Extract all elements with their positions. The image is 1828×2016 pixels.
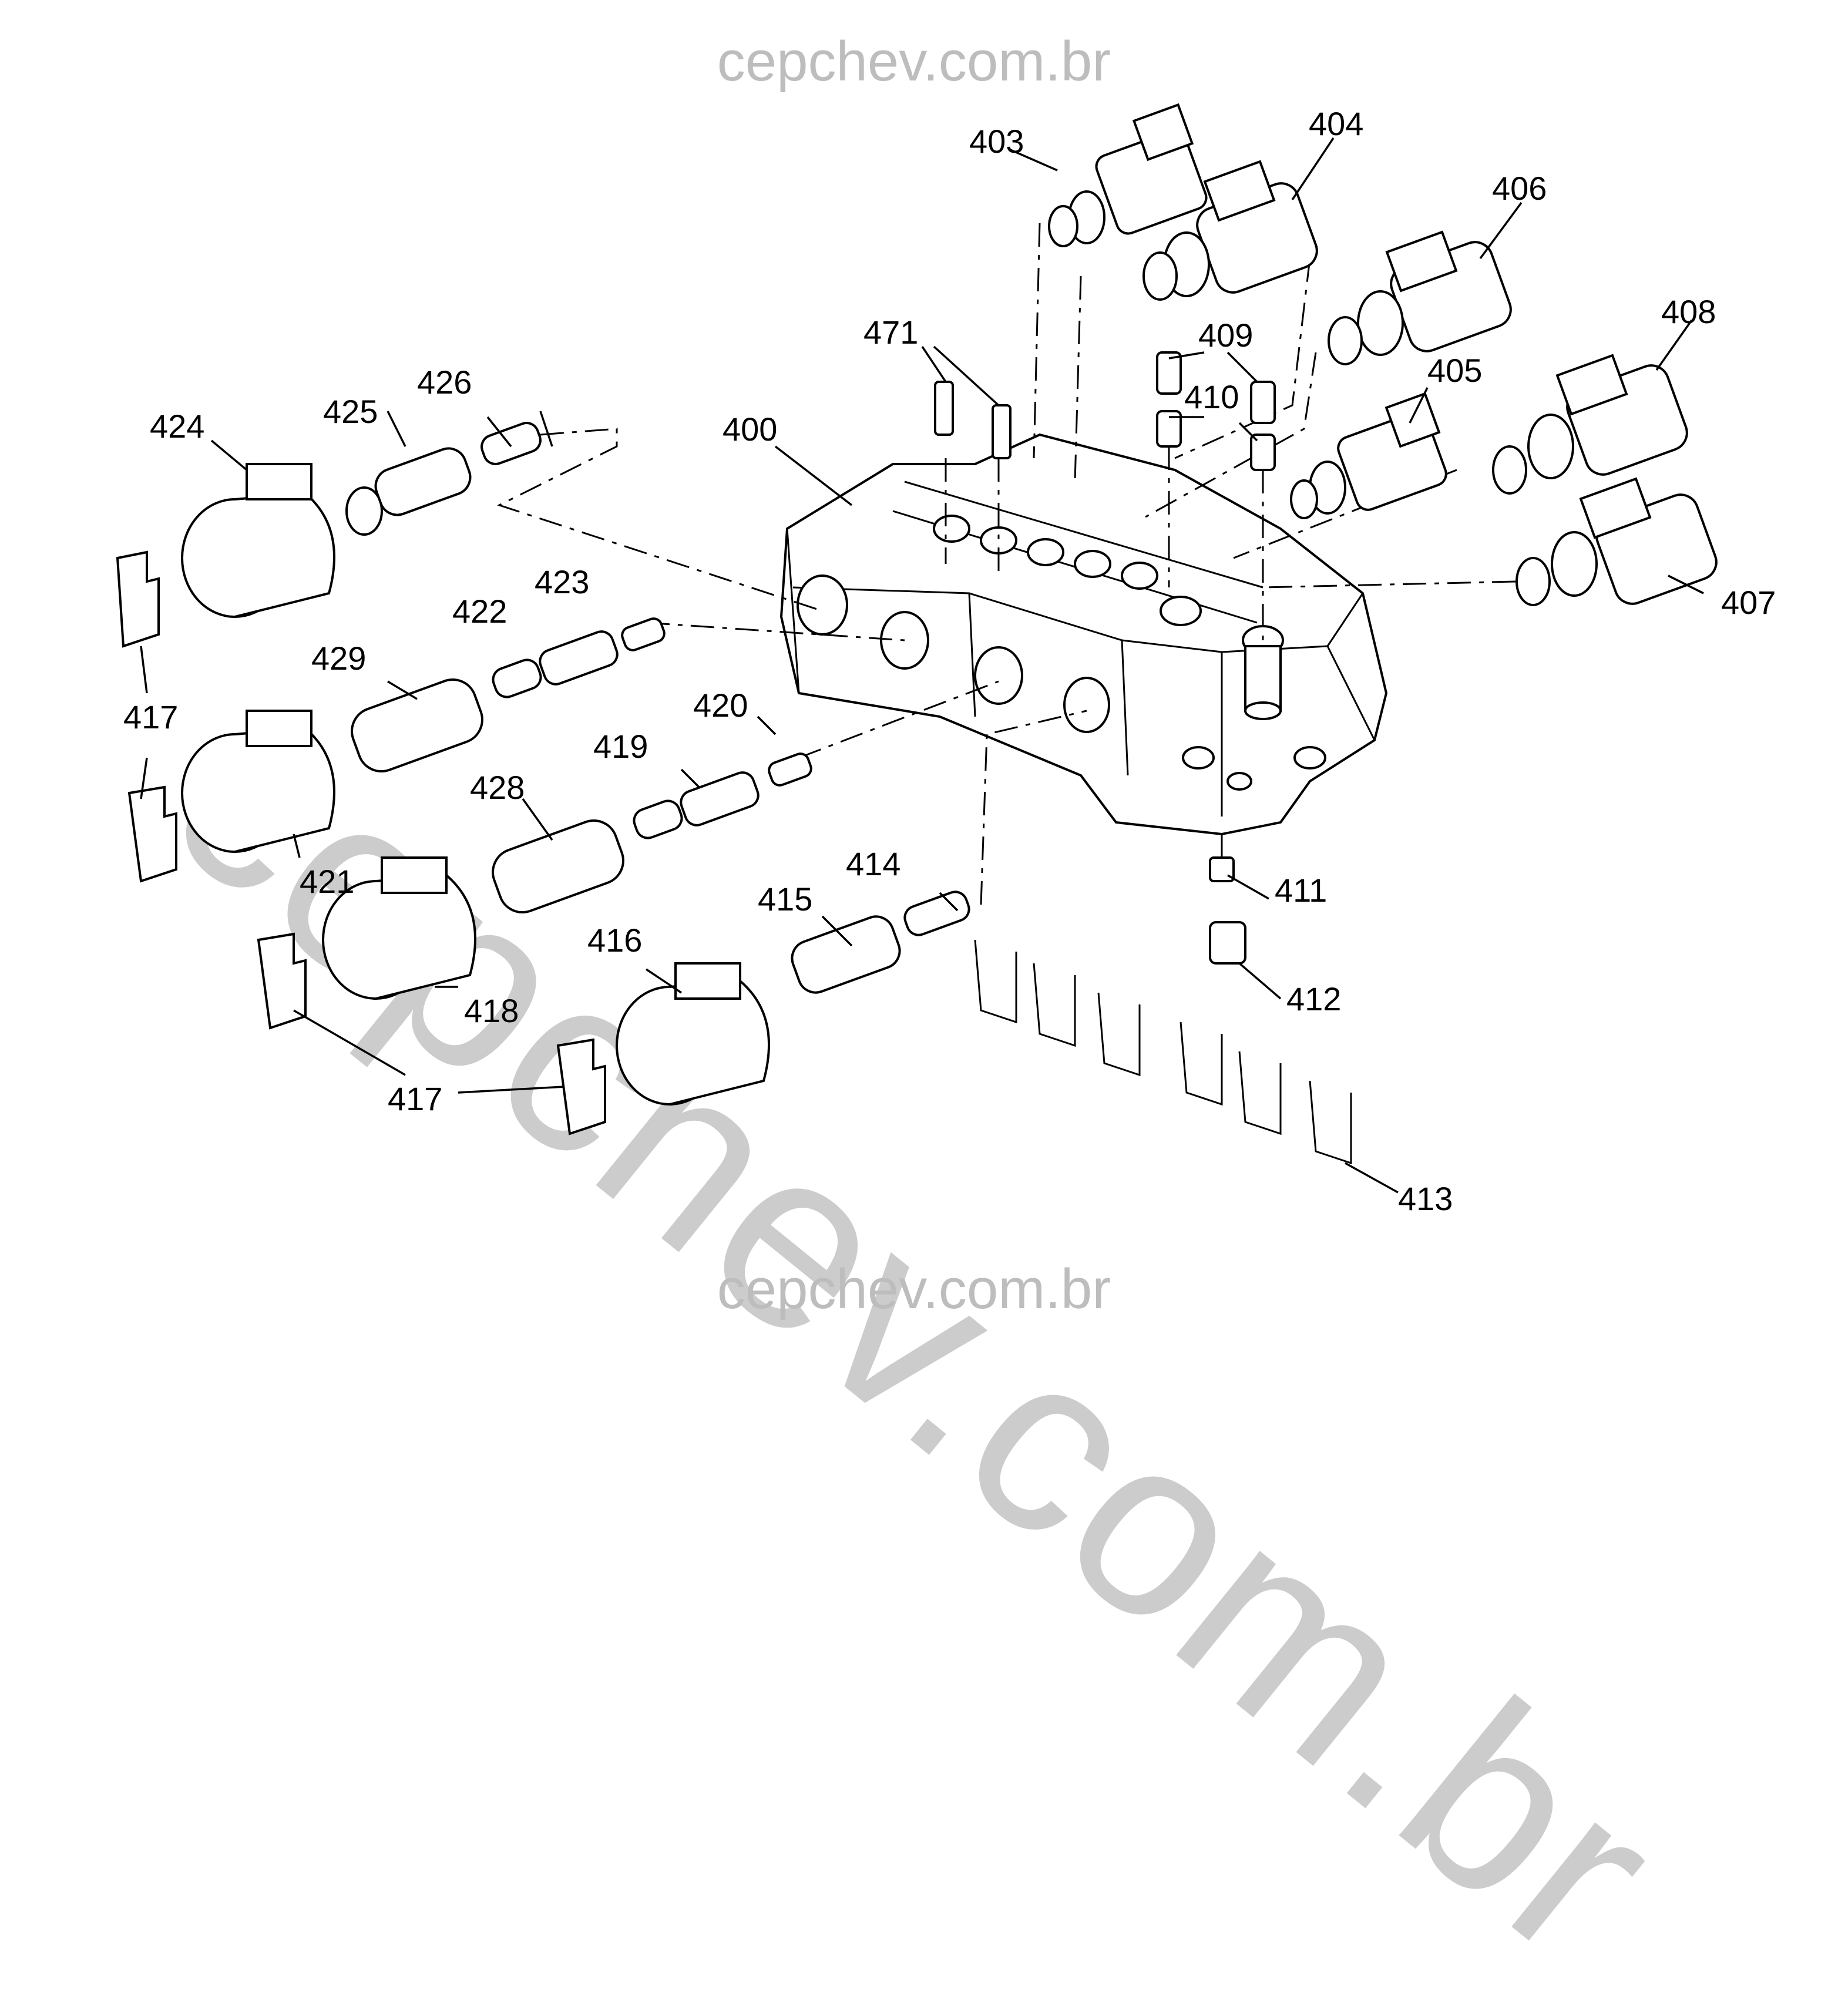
retainers-417 — [116, 550, 606, 1135]
callout-422: 422 — [452, 593, 507, 630]
solenoid-424-assembly — [181, 422, 542, 618]
callout-428: 428 — [470, 769, 525, 806]
callout-471: 471 — [863, 314, 918, 351]
solenoid-405 — [1290, 392, 1447, 519]
callout-414: 414 — [846, 845, 900, 882]
callout-406: 406 — [1492, 170, 1547, 207]
watermark-bottom: cepchev.com.br — [717, 1258, 1111, 1321]
solenoid-416-assembly — [616, 891, 970, 1106]
callout-416: 416 — [587, 922, 642, 959]
valve-body-400 — [779, 433, 1388, 836]
leader-lines — [140, 137, 1704, 1194]
solenoid-404 — [1142, 160, 1318, 301]
callout-421: 421 — [300, 863, 354, 900]
callout-412: 412 — [1286, 980, 1341, 1017]
callout-429: 429 — [311, 640, 366, 677]
callout-417-bottom: 417 — [388, 1080, 442, 1117]
callout-426: 426 — [417, 364, 472, 401]
solenoid-407 — [1516, 477, 1718, 606]
callout-415: 415 — [758, 881, 812, 918]
callout-407: 407 — [1721, 584, 1776, 621]
callout-403: 403 — [969, 123, 1024, 160]
clips-413 — [974, 939, 1352, 1165]
callout-411: 411 — [1275, 872, 1327, 909]
callout-417-left: 417 — [123, 698, 178, 735]
solenoid-406 — [1328, 230, 1512, 365]
watermark-top: cepchev.com.br — [717, 30, 1111, 93]
callout-420: 420 — [693, 687, 748, 724]
callout-423: 423 — [535, 563, 589, 600]
callout-418: 418 — [464, 992, 519, 1029]
springs-409-410 — [1156, 351, 1276, 471]
pins-471 — [934, 381, 1012, 459]
callout-424: 424 — [150, 408, 204, 445]
solenoid-421-assembly — [181, 617, 666, 853]
callout-408: 408 — [1661, 293, 1716, 330]
callout-400: 400 — [723, 411, 777, 448]
callout-labels: 403 404 406 408 405 407 409 410 471 400 … — [123, 105, 1776, 1217]
callout-419: 419 — [593, 728, 648, 765]
solenoid-418-assembly — [322, 752, 812, 1000]
callout-409: 409 — [1198, 317, 1253, 354]
diagram-canvas: 403 404 406 408 405 407 409 410 471 400 … — [116, 103, 1776, 1217]
solenoid-408 — [1492, 354, 1688, 495]
callout-405: 405 — [1427, 352, 1482, 389]
solenoid-403 — [1048, 103, 1208, 247]
callout-425: 425 — [323, 393, 378, 430]
exploded-diagram: cepchev.com.br cepchev.com.br cepchev.co… — [116, 30, 1776, 2012]
callout-413: 413 — [1398, 1180, 1453, 1217]
plug-411-412 — [1209, 856, 1246, 965]
callout-410: 410 — [1184, 378, 1239, 415]
callout-404: 404 — [1309, 105, 1363, 142]
assembly-lines — [497, 223, 1516, 905]
